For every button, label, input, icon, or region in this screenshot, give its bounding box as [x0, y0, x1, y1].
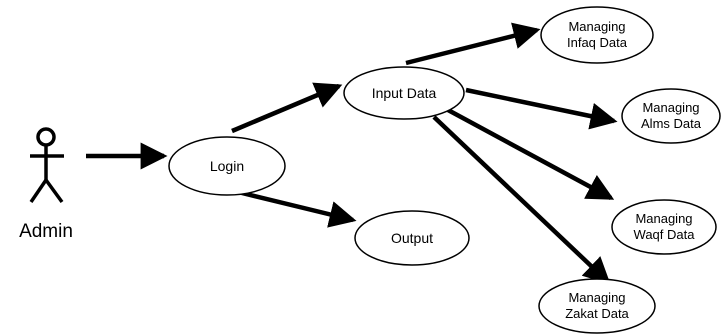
infaq-label-line2: Infaq Data: [567, 35, 628, 50]
input-data-ellipse: [343, 66, 465, 120]
actor-head: [36, 127, 56, 147]
actor-right-leg: [44, 178, 64, 204]
edges: [86, 22, 618, 285]
output-label: Output: [391, 230, 433, 246]
input-data-label: Input Data: [372, 85, 437, 101]
waqf-label-line2: Waqf Data: [634, 227, 696, 242]
zakat-label-line1: Managing: [568, 290, 625, 305]
edge-input-infaq: [405, 22, 541, 66]
usecase-managing-zakat: Managing Zakat Data: [538, 278, 656, 334]
zakat-ellipse: [538, 278, 656, 334]
waqf-ellipse: [611, 199, 717, 255]
alms-label-line2: Alms Data: [641, 116, 702, 131]
infaq-label-line1: Managing: [568, 19, 625, 34]
waqf-label-line1: Managing: [635, 211, 692, 226]
edge-login-output: [237, 189, 357, 228]
output-ellipse: [354, 210, 470, 266]
actor-label: Admin: [19, 221, 73, 242]
actor-left-leg: [29, 179, 48, 203]
usecase-output: Output: [354, 210, 470, 266]
edge-input-alms: [465, 87, 618, 130]
edge-login-input: [231, 82, 343, 134]
login-ellipse: [168, 136, 286, 196]
login-label: Login: [210, 158, 244, 174]
usecase-login: Login: [168, 136, 286, 196]
edge-input-waqf: [446, 108, 615, 200]
usecase-input-data: Input Data: [343, 66, 465, 120]
alms-label-line1: Managing: [642, 100, 699, 115]
usecase-managing-infaq: Managing Infaq Data: [540, 6, 654, 64]
admin-actor: Admin: [19, 127, 73, 242]
usecase-managing-alms: Managing Alms Data: [621, 88, 721, 144]
infaq-ellipse: [540, 6, 654, 64]
usecase-managing-waqf: Managing Waqf Data: [611, 199, 717, 255]
alms-ellipse: [621, 88, 721, 144]
edge-input-zakat: [432, 115, 611, 285]
zakat-label-line2: Zakat Data: [565, 306, 629, 321]
